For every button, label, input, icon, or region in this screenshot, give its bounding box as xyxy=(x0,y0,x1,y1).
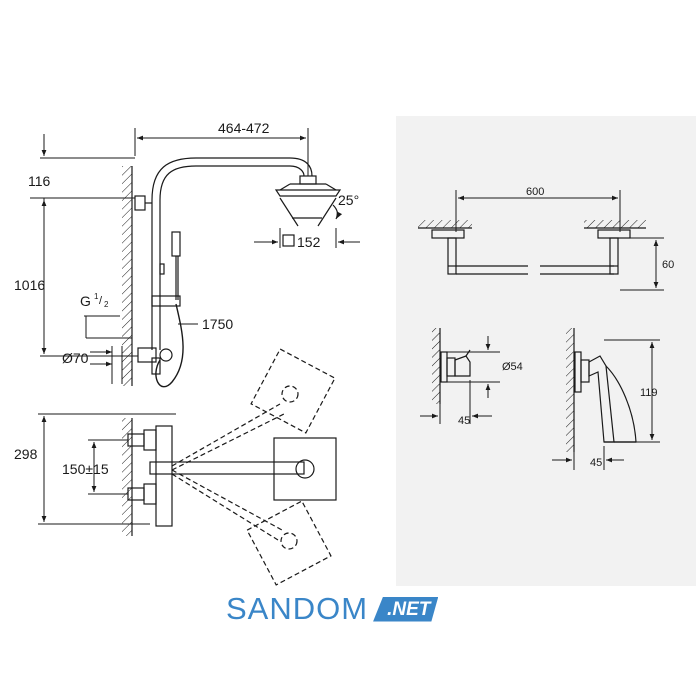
dim-mixer-depth: 298 xyxy=(14,446,38,462)
shower-system-drawing xyxy=(122,157,343,388)
sandom-logo: SANDOM .NET xyxy=(226,591,438,627)
mixer-drawing xyxy=(122,348,337,586)
dim-hose: 1750 xyxy=(202,316,233,332)
dim-rail-height: 1016 xyxy=(14,277,45,293)
towel-rail-wall-right xyxy=(584,220,646,228)
shower-dimensions xyxy=(30,128,360,384)
towel-rail-dimensions xyxy=(455,190,664,291)
dim-thread-slash: / xyxy=(99,295,103,307)
wall-hatch-lower xyxy=(122,418,132,536)
holder-wall xyxy=(566,328,574,452)
mixer-dimensions xyxy=(38,413,176,525)
dimension-labels: 464-472 116 1016 G 1 / 2 1750 Ø70 25° 15… xyxy=(14,120,674,477)
logo-word: SANDOM xyxy=(226,591,369,626)
dim-hook-depth: 45 xyxy=(458,415,470,427)
dim-head-size: 152 xyxy=(297,234,321,250)
dim-top-offset: 116 xyxy=(28,173,51,189)
dim-head-angle: 25° xyxy=(338,192,359,208)
dim-thread-num: 1 xyxy=(94,292,99,301)
dim-thread: G xyxy=(80,293,91,309)
dim-hook-diameter: Ø54 xyxy=(502,361,523,373)
dim-escutcheon: Ø70 xyxy=(62,350,89,366)
dim-arm-reach: 464-472 xyxy=(218,120,270,136)
wall-hatch-upper xyxy=(122,166,132,386)
logo-badge: .NET xyxy=(373,597,438,622)
towel-rail-wall-left xyxy=(418,220,472,228)
holder-drawing xyxy=(566,328,637,452)
dim-holder-height: 119 xyxy=(640,387,658,399)
accessories-panel xyxy=(396,116,696,586)
dim-holder-depth: 45 xyxy=(590,457,602,469)
dim-rail-width: 600 xyxy=(526,186,544,198)
dim-rail-height-60: 60 xyxy=(662,259,674,271)
towel-rail-drawing xyxy=(418,220,646,275)
hook-wall xyxy=(432,328,440,404)
holder-dimensions xyxy=(552,339,660,470)
square-symbol-icon xyxy=(282,234,295,247)
dim-inlet-spacing: 150±15 xyxy=(62,461,109,477)
dim-thread-den: 2 xyxy=(104,300,109,309)
hook-dimensions xyxy=(420,336,500,424)
